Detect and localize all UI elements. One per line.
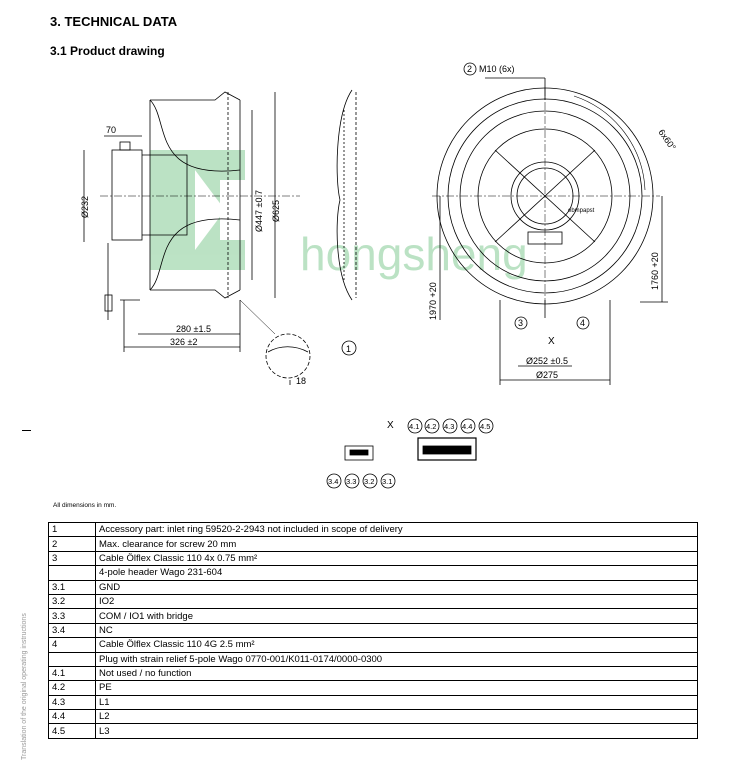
- row-text: COM / IO1 with bridge: [95, 608, 698, 624]
- pin-3-2: 3.2: [364, 477, 374, 486]
- row-text: 4-pole header Wago 231-604: [95, 565, 698, 581]
- row-text: L3: [95, 723, 698, 739]
- row-text: Not used / no function: [95, 665, 698, 682]
- pin-3-1: 3.1: [382, 477, 392, 486]
- fan-side-view: [83, 89, 357, 385]
- row-text: Accessory part: inlet ring 59520-2-2943 …: [95, 521, 698, 538]
- row-text: IO2: [95, 593, 698, 610]
- row-key: 4: [48, 637, 96, 653]
- row-text: Max. clearance for screw 20 mm: [95, 536, 698, 552]
- dim-h1970: 1970 +20: [428, 282, 438, 320]
- row-key: 3.2: [48, 593, 96, 610]
- pin-4-2: 4.2: [426, 422, 436, 431]
- margin-mark: [22, 430, 31, 431]
- table-row: 4-pole header Wago 231-604: [48, 565, 698, 581]
- row-key: 2: [48, 536, 96, 552]
- dim-w70: 70: [106, 125, 116, 135]
- pins-4: 4.1 4.2 4.3 4.4 4.5: [407, 418, 494, 434]
- row-text: PE: [95, 680, 698, 696]
- dim-w18: 18: [296, 376, 306, 386]
- callout-3: 3: [518, 318, 523, 328]
- pin-4-1: 4.1: [409, 422, 419, 431]
- row-text: Cable Ölflex Classic 110 4x 0.75 mm²: [95, 550, 698, 567]
- row-text: Cable Ölflex Classic 110 4G 2.5 mm²: [95, 637, 698, 653]
- row-text: L1: [95, 694, 698, 711]
- row-key: 4.2: [48, 680, 96, 696]
- row-key: 3.3: [48, 608, 96, 624]
- pin-3-4: 3.4: [328, 477, 338, 486]
- dim-d447: Ø447 ±0.7: [254, 190, 264, 232]
- view-x-marker: X: [548, 336, 555, 347]
- motor-brand: ebmpapst: [568, 208, 595, 214]
- side-note: Translation of the original operating in…: [21, 613, 28, 760]
- callout-1: 1: [346, 344, 351, 354]
- row-key: 4.4: [48, 709, 96, 725]
- callout-4: 4: [580, 318, 585, 328]
- dim-d252: Ø252 ±0.5: [526, 356, 568, 366]
- dimensions-note: All dimensions in mm.: [53, 502, 117, 509]
- row-key: 1: [48, 521, 96, 538]
- row-text: Plug with strain relief 5-pole Wago 0770…: [95, 651, 698, 667]
- pins-3: 3.4 3.3 3.2 3.1: [326, 473, 396, 489]
- table-row: Plug with strain relief 5-pole Wago 0770…: [48, 651, 698, 667]
- pin-3-3: 3.3: [346, 477, 356, 486]
- section-title: 3. TECHNICAL DATA: [50, 14, 178, 29]
- detail-x-label: X: [387, 420, 394, 431]
- product-drawing: hongsheng Ø232 70 Ø44: [80, 62, 678, 489]
- row-key: 4.3: [48, 694, 96, 711]
- row-key: 4.5: [48, 723, 96, 739]
- row-key: 4.1: [48, 665, 96, 682]
- dim-m10: M10 (6x): [479, 64, 515, 74]
- pin-4-3: 4.3: [444, 422, 454, 431]
- dim-w326: 326 ±2: [170, 337, 197, 347]
- row-text: GND: [95, 579, 698, 595]
- pin-4-4: 4.4: [462, 422, 472, 431]
- pin-4-5: 4.5: [480, 422, 490, 431]
- subsection-title: 3.1 Product drawing: [50, 44, 165, 58]
- row-key: [48, 565, 96, 581]
- dim-d275: Ø275: [536, 370, 558, 380]
- row-key: 3.4: [48, 622, 96, 639]
- row-text: NC: [95, 622, 698, 639]
- dim-h1760: 1760 +20: [650, 252, 660, 290]
- dim-w280: 280 ±1.5: [176, 324, 211, 334]
- row-key: [48, 651, 96, 667]
- callout-2: 2: [467, 64, 472, 74]
- dim-angle: 6x60°: [656, 127, 678, 152]
- fan-front-view: [432, 77, 668, 385]
- dim-d232: Ø232: [80, 196, 90, 218]
- dim-d625: Ø625: [271, 200, 281, 222]
- row-key: 3.1: [48, 579, 96, 595]
- watermark-text: hongsheng: [300, 228, 528, 280]
- row-text: L2: [95, 709, 698, 725]
- row-key: 3: [48, 550, 96, 567]
